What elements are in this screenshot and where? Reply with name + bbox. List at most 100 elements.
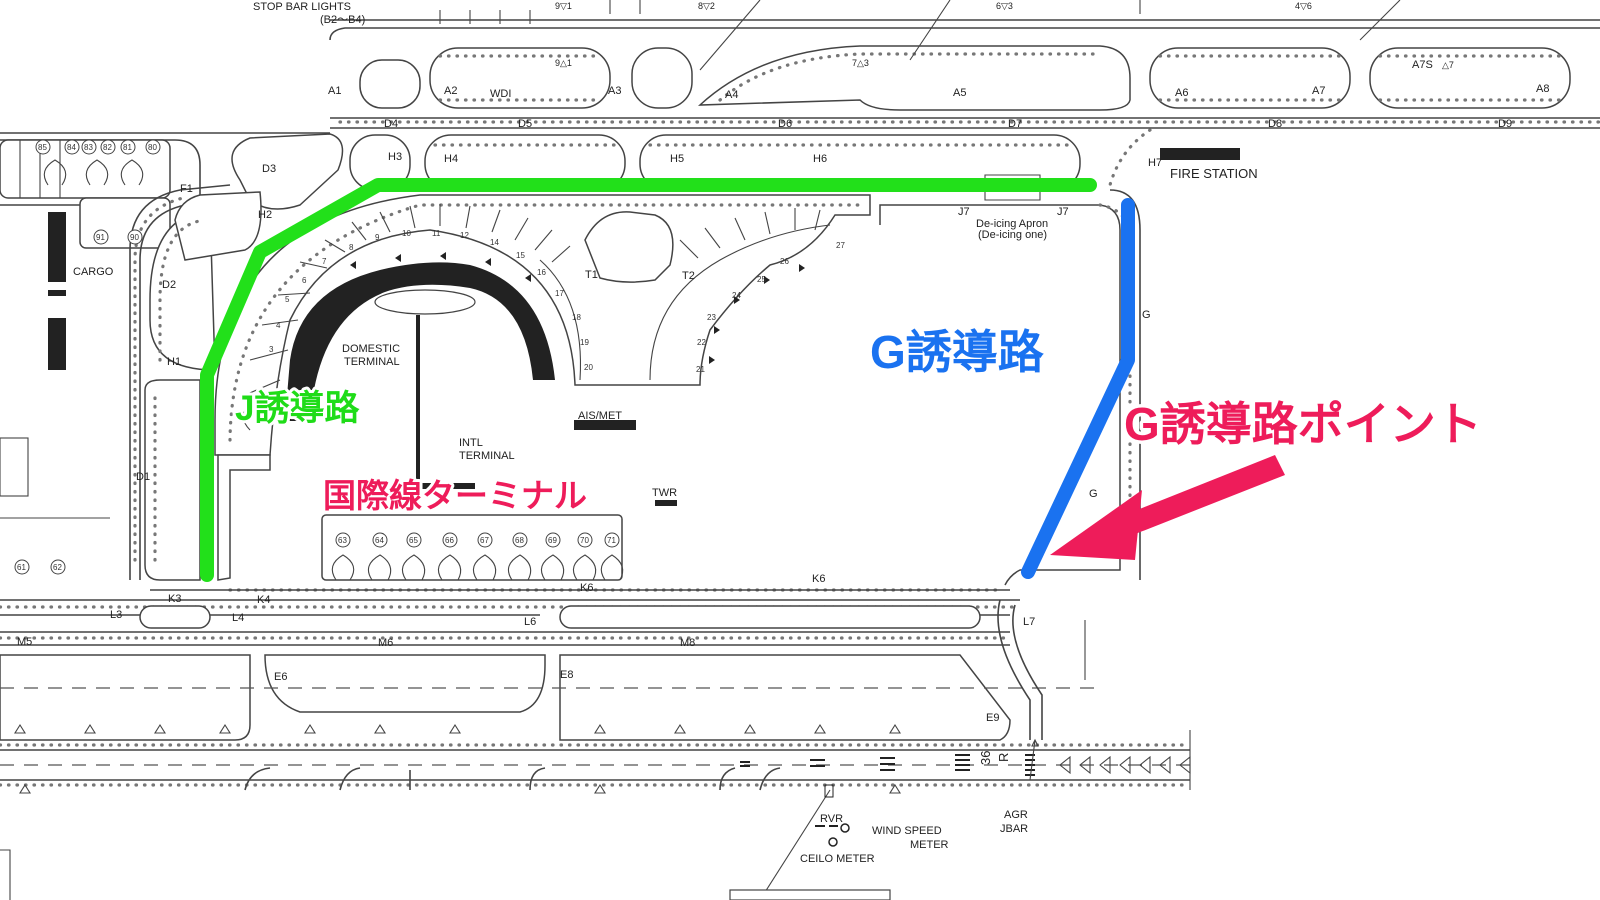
runway-number: 36 xyxy=(978,751,993,765)
taxiway-t1: T1 xyxy=(585,269,598,281)
stand-number: 81 xyxy=(123,143,132,152)
stand-number: 67 xyxy=(480,536,489,545)
j-taxiway-route xyxy=(200,178,1097,582)
twr-label: TWR xyxy=(652,487,677,499)
taxiway-a3: A3 xyxy=(608,85,621,97)
marker-a7: △7 xyxy=(1442,60,1454,70)
stand-number: 5 xyxy=(285,295,290,304)
stand-number: 25 xyxy=(757,275,766,284)
marker-4v6: 4▽6 xyxy=(1295,1,1312,11)
pointer-arrow xyxy=(1050,455,1285,560)
stand-number: 80 xyxy=(148,143,157,152)
taxiway-a2: A2 xyxy=(444,85,457,97)
stand-number: 71 xyxy=(607,536,616,545)
deicing-sub-label: (De-icing one) xyxy=(978,229,1047,241)
stand-number: 62 xyxy=(53,563,62,572)
taxiway-e8: E8 xyxy=(560,669,573,681)
stand-number: 20 xyxy=(584,363,593,372)
taxiway-l7: L7 xyxy=(1023,616,1035,628)
taxiway-d9: D9 xyxy=(1498,118,1512,130)
taxiway-h4: H4 xyxy=(444,153,458,165)
wind-label-1: WIND SPEED xyxy=(872,825,942,837)
intl-label-1: INTL xyxy=(459,437,483,449)
stand-number: 7 xyxy=(322,257,327,266)
cargo-stand-markers xyxy=(14,139,620,575)
taxiway-d1: D1 xyxy=(136,471,150,483)
intl-stand-loops xyxy=(43,159,624,581)
stand-number: 11 xyxy=(432,229,441,238)
stop-bar-sub-label: (B2～B4) xyxy=(320,14,365,26)
marker-7a3: 7△3 xyxy=(852,58,869,68)
cargo-label: CARGO xyxy=(73,266,114,278)
stand-number: 4 xyxy=(276,321,281,330)
stand-number: 64 xyxy=(375,536,384,545)
taxiway-d2: D2 xyxy=(162,279,176,291)
taxiway-k6-a: K6 xyxy=(580,582,593,594)
taxiway-d7: D7 xyxy=(1008,118,1022,130)
taxiway-k6-b: K6 xyxy=(812,573,825,585)
domestic-terminal-building xyxy=(285,262,555,420)
taxiway-a7s: A7S xyxy=(1412,59,1433,71)
taxiway-f1: F1 xyxy=(180,183,193,195)
taxiway-h3: H3 xyxy=(388,151,402,163)
marker-9a1: 9△1 xyxy=(555,58,572,68)
taxiway-a5: A5 xyxy=(953,87,966,99)
taxiway-e6: E6 xyxy=(274,671,287,683)
stand-number: 18 xyxy=(572,313,581,322)
marker-6v3: 6▽3 xyxy=(996,1,1013,11)
intl-terminal-annotation: 国際線ターミナル xyxy=(323,477,587,514)
stand-number: 61 xyxy=(17,563,26,572)
wdi-label: WDI xyxy=(490,88,511,100)
stand-number: 84 xyxy=(67,143,76,152)
taxiway-a6: A6 xyxy=(1175,87,1188,99)
domestic-label-1: DOMESTIC xyxy=(342,343,400,355)
stand-number: 17 xyxy=(555,289,564,298)
g-point-annotation: G誘導路ポイント xyxy=(1124,398,1482,450)
taxiway-k3: K3 xyxy=(168,593,181,605)
stand-number: 6 xyxy=(302,276,307,285)
taxiway-e9: E9 xyxy=(986,712,999,724)
terminal-complex xyxy=(214,194,871,506)
stand-number: 65 xyxy=(409,536,418,545)
taxiway-a7: A7 xyxy=(1312,85,1325,97)
taxiway-m8: M8 xyxy=(680,637,695,649)
marker-9v1: 9▽1 xyxy=(555,1,572,11)
fire-station-label: FIRE STATION xyxy=(1170,166,1258,181)
taxiway-h2: H2 xyxy=(258,209,272,221)
taxiway-d3: D3 xyxy=(262,163,276,175)
highlight-overlay: J誘導路 G誘導路 G誘導路ポイント 国際線ターミナル xyxy=(200,178,1485,582)
taxiway-k4: K4 xyxy=(257,594,270,606)
north-taxiway-system xyxy=(329,0,1600,129)
stand-number: 19 xyxy=(580,338,589,347)
g-taxiway-annotation: G誘導路 xyxy=(870,326,1045,378)
taxiway-l3: L3 xyxy=(110,609,122,621)
deicing-label: De-icing Apron xyxy=(976,218,1048,230)
stand-number: 66 xyxy=(445,536,454,545)
stand-number: 15 xyxy=(516,251,525,260)
stand-number: 14 xyxy=(490,238,499,247)
stand-number: 70 xyxy=(580,536,589,545)
agr-label: AGR xyxy=(1004,809,1028,821)
rvr-label: RVR xyxy=(820,813,843,825)
stand-number: 69 xyxy=(548,536,557,545)
ais-label: AIS/MET xyxy=(578,410,622,422)
west-taxiway-system xyxy=(0,132,330,581)
stand-number: 90 xyxy=(130,233,139,242)
taxiway-g-north: G xyxy=(1142,309,1151,321)
taxiway-h7: H7 xyxy=(1148,157,1162,169)
taxiway-m5: M5 xyxy=(17,636,32,648)
taxiway-d6: D6 xyxy=(778,118,792,130)
stop-bar-label: STOP BAR LIGHTS xyxy=(253,1,351,13)
marker-8v2: 8▽2 xyxy=(698,1,715,11)
stand-number: 16 xyxy=(537,268,546,277)
stand-number: 22 xyxy=(697,338,706,347)
stand-number: 27 xyxy=(836,241,845,250)
stand-number: 10 xyxy=(402,229,411,238)
stand-number: 63 xyxy=(338,536,347,545)
stand-number: 8 xyxy=(349,243,354,252)
stand-number: 91 xyxy=(96,233,105,242)
taxiway-a4: A4 xyxy=(725,89,738,101)
taxiway-j7-a: J7 xyxy=(958,206,970,218)
domestic-label-2: TERMINAL xyxy=(344,356,400,368)
taxiway-l4: L4 xyxy=(232,612,244,624)
